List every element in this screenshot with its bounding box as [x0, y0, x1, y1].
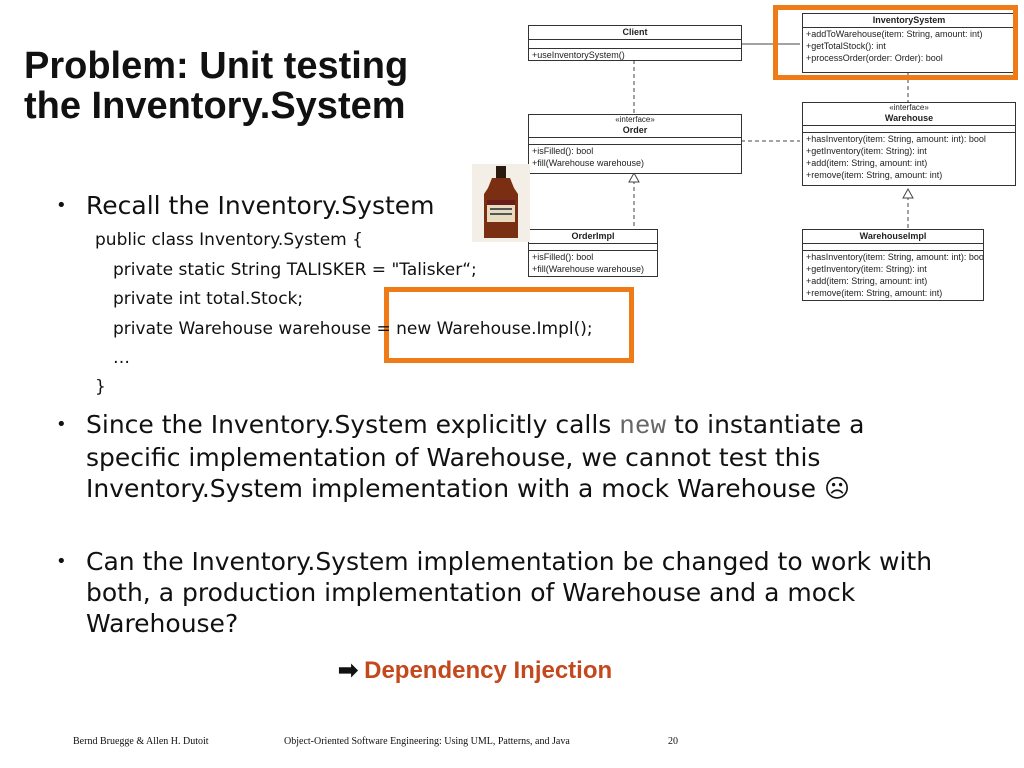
- footer-book-title: Object-Oriented Software Engineering: Us…: [284, 736, 570, 747]
- uml-inventory-member-2: +processOrder(order: Order): bool: [806, 53, 943, 63]
- uml-warehouse-impl-member-2: +add(item: String, amount: int): [806, 276, 928, 286]
- code-line-1: private static String TALISKER = "Talisk…: [113, 260, 477, 280]
- title-line-2: the Inventory.System: [24, 85, 406, 127]
- highlight-inventory-system: [773, 5, 1018, 80]
- uml-client: Client +useInventorySystem(): [528, 25, 742, 61]
- slide-title: Problem: Unit testing the Inventory.Syst…: [24, 46, 408, 126]
- uml-inventory-member-1: +getTotalStock(): int: [806, 41, 886, 51]
- uml-inventory-system: InventorySystem +addToWarehouse(item: St…: [802, 13, 1016, 73]
- uml-warehouse-impl: WarehouseImpl +hasInventory(item: String…: [802, 229, 984, 301]
- frown-icon: ☹: [823, 474, 851, 503]
- code-line-5: }: [95, 377, 106, 397]
- right-arrow-icon: ➡: [338, 657, 359, 684]
- code-line-2: private int total.Stock;: [113, 289, 304, 309]
- footer-page-number: 20: [668, 736, 678, 747]
- uml-warehouse-member-2: +add(item: String, amount: int): [806, 158, 928, 168]
- code-line-3: private Warehouse warehouse = new Wareho…: [113, 319, 593, 339]
- uml-warehouse-stereotype: «interface»: [889, 103, 929, 112]
- uml-order-impl-name: OrderImpl: [529, 230, 657, 244]
- bullet-dot: •: [56, 414, 67, 435]
- uml-inventory-member-0: +addToWarehouse(item: String, amount: in…: [806, 29, 983, 39]
- uml-order-name: Order: [529, 124, 741, 138]
- bullet-since: • Since the Inventory.System explicitly …: [56, 409, 930, 504]
- uml-client-member: +useInventorySystem(): [529, 48, 741, 61]
- bullet-can-text: Can the Inventory.System implementation …: [86, 547, 933, 638]
- uml-inventory-system-name: InventorySystem: [803, 14, 1015, 28]
- uml-warehouse-impl-name: WarehouseImpl: [803, 230, 983, 244]
- code-line-0: public class Inventory.System {: [95, 230, 363, 250]
- uml-warehouse-member-0: +hasInventory(item: String, amount: int)…: [803, 132, 1015, 145]
- uml-order-member-0: +isFilled(): bool: [529, 144, 741, 157]
- highlight-new-warehouse: [384, 287, 634, 363]
- orderimpl-triangle: [628, 171, 640, 183]
- uml-client-name: Client: [529, 26, 741, 40]
- bullet-dot: •: [56, 551, 67, 572]
- dependency-injection: ➡Dependency Injection: [338, 656, 612, 685]
- footer-authors: Bernd Bruegge & Allen H. Dutoit: [73, 736, 209, 747]
- bullet-since-text: Since the Inventory.System explicitly ca…: [60, 409, 930, 504]
- dependency-injection-label: Dependency Injection: [364, 657, 613, 684]
- uml-order-impl-member-0: +isFilled(): bool: [529, 250, 657, 263]
- uml-warehouse: «interface» Warehouse +hasInventory(item…: [802, 102, 1016, 186]
- bullet-can: • Can the Inventory.System implementatio…: [56, 546, 940, 639]
- uml-warehouse-impl-member-0: +hasInventory(item: String, amount: int)…: [803, 250, 983, 263]
- bullet-dot: •: [56, 195, 67, 216]
- bullet-since-to: to: [674, 410, 700, 439]
- uml-order-stereotype: «interface»: [615, 115, 655, 124]
- code-line-4: …: [113, 348, 130, 368]
- uml-warehouse-impl-member-1: +getInventory(item: String): int: [806, 264, 927, 274]
- warehouseimpl-triangle: [902, 187, 914, 199]
- uml-order-member-1: +fill(Warehouse warehouse): [532, 158, 644, 168]
- uml-warehouse-member-3: +remove(item: String, amount: int): [806, 170, 943, 180]
- code-new-keyword: new: [619, 411, 667, 441]
- uml-order-impl-member-1: +fill(Warehouse warehouse): [532, 264, 644, 274]
- whisky-bottle-image: [472, 164, 530, 242]
- bullet-recall-text: Recall the Inventory.System: [86, 191, 435, 220]
- bullet-recall: • Recall the Inventory.System: [56, 190, 435, 221]
- uml-warehouse-impl-member-3: +remove(item: String, amount: int): [806, 288, 943, 298]
- uml-warehouse-name: Warehouse: [803, 112, 1015, 126]
- bullet-since-rest: instantiate a specific implementation of…: [86, 410, 865, 503]
- uml-order: «interface» Order +isFilled(): bool +fil…: [528, 114, 742, 174]
- uml-order-impl: OrderImpl +isFilled(): bool +fill(Wareho…: [528, 229, 658, 277]
- title-line-1: Problem: Unit testing: [24, 45, 409, 87]
- uml-warehouse-member-1: +getInventory(item: String): int: [806, 146, 927, 156]
- bullet-since-lead: Since the Inventory.System explicitly ca…: [86, 410, 612, 439]
